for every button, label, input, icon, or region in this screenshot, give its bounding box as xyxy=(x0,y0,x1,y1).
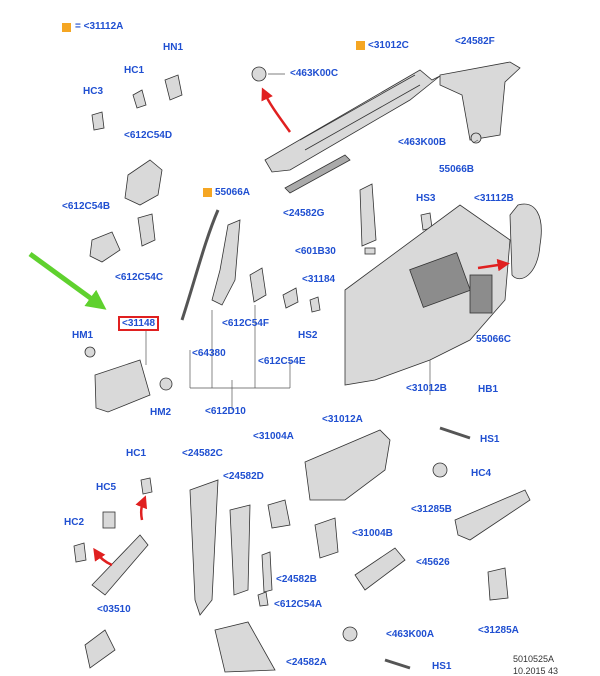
part-601B30 xyxy=(364,247,376,255)
label-HM2: HM2 xyxy=(150,407,172,418)
bracket-612C54D xyxy=(124,159,163,206)
screw-HS1-mid xyxy=(439,426,471,440)
part-612C54A xyxy=(257,591,269,607)
label-HC4: HC4 xyxy=(471,468,492,479)
label-612C54E: <612C54E xyxy=(258,356,306,367)
clip-HS2 xyxy=(309,296,321,313)
label-HS1-bottom: HS1 xyxy=(432,661,452,672)
label-463K00A: <463K00A xyxy=(386,629,435,640)
label-24582F: <24582F xyxy=(455,36,495,47)
part-64380 xyxy=(180,209,220,321)
label-HC5: HC5 xyxy=(96,482,117,493)
clip-HM1 xyxy=(84,346,96,358)
label-24582B: <24582B xyxy=(276,574,317,585)
label-55066B: 55066B xyxy=(439,164,475,175)
clip-HC4 xyxy=(432,462,448,478)
label-31148-highlighted: <31148 xyxy=(118,316,160,331)
clip-HC3 xyxy=(91,111,105,131)
legend-text: = <31112A xyxy=(75,21,124,32)
label-31012B: <31012B xyxy=(406,383,447,394)
clip-HC2 xyxy=(73,542,87,563)
marker-square-icon-2 xyxy=(203,188,212,197)
label-31012A: <31012A xyxy=(322,414,363,425)
label-31004B: <31004B xyxy=(352,528,393,539)
part-24582G xyxy=(359,183,377,247)
label-45626: <45626 xyxy=(416,557,450,568)
rail-31285B xyxy=(454,489,531,541)
label-31004A: <31004A xyxy=(253,431,294,442)
part-24582B xyxy=(261,551,273,593)
label-HC1-bottom: HC1 xyxy=(126,448,147,459)
label-24582D: <24582D xyxy=(223,471,264,482)
reference-date: 10.2015 43 xyxy=(513,666,559,676)
bracket-612C54C xyxy=(137,213,156,247)
marker-square-icon xyxy=(356,41,365,50)
label-31285A: <31285A xyxy=(478,625,519,636)
label-24582A: <24582A xyxy=(286,657,327,668)
label-HN1: HN1 xyxy=(163,42,184,53)
label-HS1-mid: HS1 xyxy=(480,434,500,445)
bracket-31285A xyxy=(487,567,509,601)
part-31012C xyxy=(264,69,441,173)
label-612D10: <612D10 xyxy=(205,406,246,417)
label-64380: <64380 xyxy=(192,348,226,359)
label-612C54D: <612C54D xyxy=(124,130,173,141)
label-HC2: HC2 xyxy=(64,517,85,528)
label-HB1: HB1 xyxy=(478,384,499,395)
part-612C54F xyxy=(211,219,241,306)
label-612C54C: <612C54C xyxy=(115,272,164,283)
screw-HS1-bot xyxy=(384,658,411,670)
clip-HC1-bot xyxy=(140,477,153,495)
part-31004B xyxy=(314,517,339,559)
pillar-24582A xyxy=(214,621,276,673)
label-31285B: <31285B xyxy=(411,504,452,515)
label-55066A: 55066A xyxy=(215,187,251,198)
legend-square-icon xyxy=(62,23,71,32)
label-612C54A: <612C54A xyxy=(274,599,323,610)
panel-31012A xyxy=(304,429,391,501)
reference-code: 5010525A xyxy=(513,654,555,664)
knob-463K00B xyxy=(470,132,482,144)
green-pointer-arrow xyxy=(28,251,107,310)
label-463K00C: <463K00C xyxy=(290,68,339,79)
bracket-612C54B xyxy=(89,231,121,263)
part-24582F xyxy=(439,61,521,141)
label-55066C: 55066C xyxy=(476,334,512,345)
part-bottom-left xyxy=(84,629,116,669)
label-HC1-top: HC1 xyxy=(124,65,145,76)
label-601B30: <601B30 xyxy=(295,246,336,257)
part-45626 xyxy=(354,547,406,591)
label-24582G: <24582G xyxy=(283,208,325,219)
label-31184: <31184 xyxy=(302,274,336,285)
panel-31148 xyxy=(94,359,151,413)
clip-HM2 xyxy=(159,377,173,391)
clip-463K00C xyxy=(251,66,267,82)
clip-HN1 xyxy=(164,74,183,101)
label-612C54F: <612C54F xyxy=(222,318,269,329)
label-463K00B: <463K00B xyxy=(398,137,447,148)
label-24582C: <24582C xyxy=(182,448,223,459)
clip-463K00A xyxy=(342,626,358,642)
part-55066A xyxy=(284,154,351,194)
label-612C54B: <612C54B xyxy=(62,201,111,212)
part-31004A xyxy=(267,499,291,529)
label-03510: <03510 xyxy=(97,604,131,615)
clip-HC5 xyxy=(102,511,116,529)
pillar-03510 xyxy=(91,534,149,596)
pillar-24582D xyxy=(229,504,251,596)
pillar-24582C xyxy=(189,479,219,616)
label-31112B: <31112B xyxy=(474,193,514,204)
label-HS2: HS2 xyxy=(298,330,318,341)
label-31012C: <31012C xyxy=(368,40,409,51)
clip-HC1-top xyxy=(132,89,147,109)
pad-31112B xyxy=(509,203,542,280)
label-HC3: HC3 xyxy=(83,86,104,97)
part-612C54E xyxy=(249,267,267,303)
part-31184 xyxy=(282,287,299,309)
label-HS3: HS3 xyxy=(416,193,436,204)
label-HM1: HM1 xyxy=(72,330,94,341)
